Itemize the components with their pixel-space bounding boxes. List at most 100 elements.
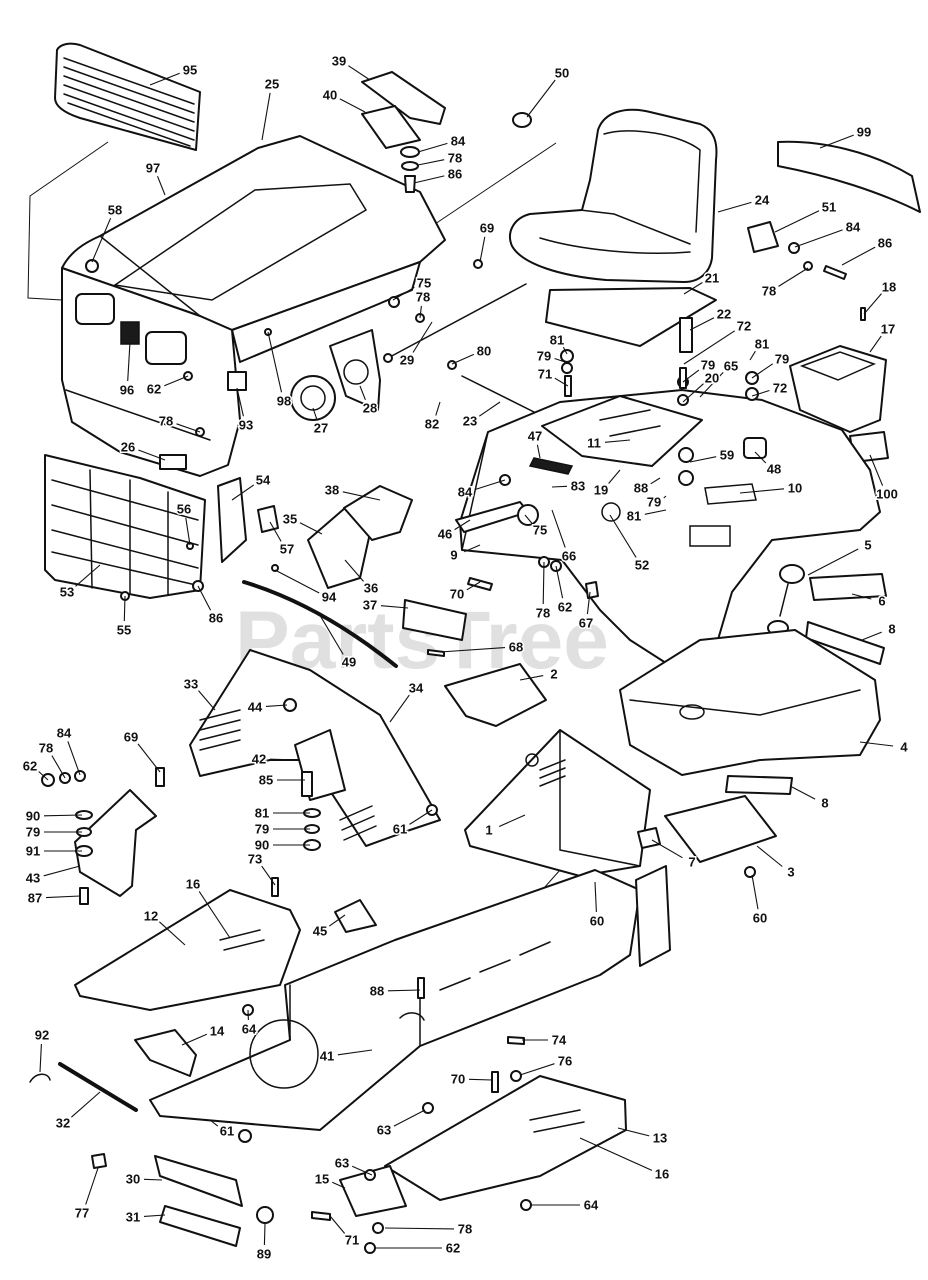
seat-mount-plate-part [541, 395, 703, 467]
callout-label: 10 [788, 481, 802, 496]
callout-label: 60 [753, 911, 767, 926]
callout-label: 95 [183, 63, 197, 78]
callout-label: 22 [717, 307, 731, 322]
leader-line [123, 595, 126, 622]
callout-label: 81 [755, 337, 769, 352]
callout-label: 14 [210, 1024, 225, 1039]
callout-label: 48 [767, 462, 781, 477]
callout-label: 78 [416, 290, 430, 305]
callout-label: 30 [126, 1172, 140, 1187]
leader-line [143, 1214, 166, 1217]
plate-37-part [402, 599, 467, 641]
callout-label: 40 [323, 88, 337, 103]
leader-line [412, 321, 433, 353]
leader-line [263, 1223, 266, 1246]
callout-label: 58 [108, 203, 122, 218]
leader-line [38, 771, 49, 781]
leader-line [451, 353, 475, 365]
seat-spring-part [679, 317, 693, 353]
callout-label: 70 [451, 1072, 465, 1087]
footrest-right-part [384, 1075, 627, 1201]
callout-label: 16 [186, 877, 200, 892]
leader-line [594, 881, 597, 913]
callout-label: 66 [562, 549, 576, 564]
seat-part [509, 108, 718, 283]
callout-label: 81 [627, 509, 641, 524]
callout-label: 31 [126, 1210, 140, 1225]
leader-line [851, 593, 872, 600]
callout-label: 73 [248, 852, 262, 867]
callout-label: 81 [550, 333, 564, 348]
leader-line [526, 79, 556, 118]
leader-line [479, 236, 486, 263]
callout-label: 63 [335, 1156, 349, 1171]
callout-label: 42 [252, 752, 266, 767]
leader-line [739, 488, 785, 494]
callout-label: 69 [480, 221, 494, 236]
washer-part [364, 1242, 376, 1254]
leader-line [863, 293, 882, 315]
bolt-74-part [507, 1036, 525, 1045]
callout-label: 84 [846, 220, 861, 235]
leader-line [774, 210, 820, 233]
leader-line [342, 491, 381, 501]
callout-label: 100 [876, 487, 898, 502]
callout-label: 80 [477, 344, 491, 359]
callout-label: 29 [400, 353, 414, 368]
headlight-part [290, 375, 336, 421]
fuel-cap-part [512, 112, 532, 128]
callout-label: 39 [332, 54, 346, 69]
callout-label: 50 [555, 66, 569, 81]
leader-line [267, 331, 283, 393]
leader-line [551, 485, 568, 488]
leader-line [749, 350, 756, 361]
callout-label: 78 [39, 741, 53, 756]
callout-label: 69 [124, 730, 138, 745]
callout-label: 86 [448, 167, 462, 182]
callout-label: 43 [26, 871, 40, 886]
leader-line [682, 369, 700, 383]
leader-line [197, 585, 212, 611]
callout-label: 59 [720, 448, 734, 463]
leader-line [45, 895, 81, 899]
callout-label: 56 [177, 502, 191, 517]
callout-label: 78 [159, 414, 173, 429]
callout-label: 44 [248, 700, 263, 715]
bolt-71-part [311, 1211, 331, 1221]
bracket-30-part [154, 1155, 243, 1207]
nut-63-part [364, 1169, 376, 1181]
leader-line [389, 694, 410, 723]
callout-label: 46 [438, 527, 452, 542]
callout-label: 84 [57, 726, 72, 741]
leader-line [682, 383, 704, 403]
nut-89-part [256, 1206, 274, 1224]
callout-label: 63 [377, 1123, 391, 1138]
callout-label: 54 [256, 473, 271, 488]
fender-decal-part [777, 140, 921, 213]
callout-label: 86 [209, 611, 223, 626]
leader-line [683, 282, 703, 295]
leader-line [181, 1033, 208, 1046]
callout-label: 79 [701, 358, 715, 373]
callout-label: 65 [724, 359, 738, 374]
leader-line [384, 1227, 455, 1230]
decal-6-part [809, 573, 887, 601]
leader-line [419, 305, 422, 319]
callout-label: 62 [147, 382, 161, 397]
callout-label: 91 [26, 844, 40, 859]
leader-line [274, 569, 320, 594]
callout-label: 52 [635, 558, 649, 573]
leader-line [439, 647, 506, 653]
callout-label: 99 [857, 125, 871, 140]
callout-label: 89 [257, 1247, 271, 1262]
callout-label: 83 [571, 479, 585, 494]
leader-line [699, 372, 724, 398]
leader-line [751, 363, 774, 379]
callout-label: 2 [550, 667, 557, 682]
callout-label: 79 [775, 352, 789, 367]
leader-line [663, 495, 667, 499]
callout-label: 76 [558, 1054, 572, 1069]
callout-label: 62 [446, 1241, 460, 1256]
storage-cup-part [789, 345, 887, 433]
